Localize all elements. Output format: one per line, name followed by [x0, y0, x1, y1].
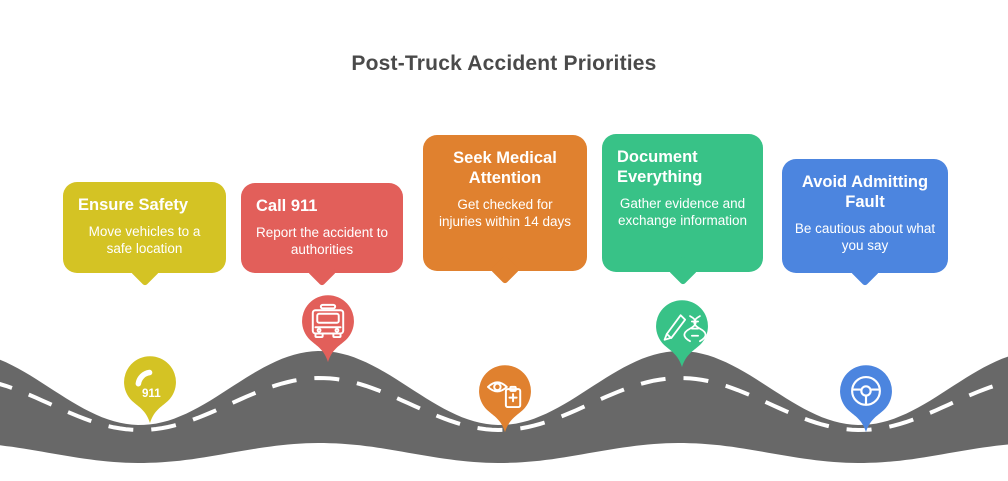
bubble-pointer: [490, 254, 520, 285]
step-card-call-911: Call 911 Report the accident to authorit…: [241, 183, 403, 287]
bubble-pointer: [307, 256, 337, 287]
step-card-ensure-safety: Ensure Safety Move vehicles to a safe lo…: [63, 182, 226, 287]
step-description: Gather evidence and exchange information: [617, 196, 748, 229]
step-title: Call 911: [256, 197, 318, 215]
step-description: Be cautious about what you say: [794, 221, 936, 254]
page-title: Post-Truck Accident Priorities: [351, 52, 657, 75]
step-card-document-everything: Document Everything Gather evidence and …: [602, 134, 763, 286]
road-pin-document-everything: [653, 300, 711, 368]
bubble-pointer: [667, 255, 698, 286]
road-pin-seek-medical: [476, 365, 534, 433]
knife-dna-evidence-icon: [663, 314, 707, 343]
road-pin-ensure-safety: 911: [121, 356, 179, 424]
road-pin-call-911: [299, 295, 357, 363]
step-description: Move vehicles to a safe location: [88, 224, 201, 257]
step-card-avoid-admitting-fault: Avoid Admitting Fault Be cautious about …: [782, 159, 948, 287]
fire-truck-icon: [311, 303, 345, 339]
pin-911-label: 911: [142, 387, 161, 400]
road-pin-avoid-admitting-fault: [837, 365, 895, 433]
bubble-pointer: [129, 256, 160, 287]
bubble-pointer: [850, 256, 880, 287]
step-description: Report the accident to authorities: [255, 225, 389, 258]
step-card-seek-medical-attention: Seek Medical Attention Get checked for i…: [423, 135, 587, 285]
step-title: Avoid Admitting Fault: [801, 173, 929, 212]
step-title: Document Everything: [617, 148, 703, 187]
step-title: Seek Medical Attention: [453, 149, 557, 188]
pin-shape: [656, 300, 708, 368]
step-description: Get checked for injuries within 14 days: [438, 197, 572, 230]
pin-shape: [302, 295, 354, 363]
step-title: Ensure Safety: [78, 196, 189, 214]
